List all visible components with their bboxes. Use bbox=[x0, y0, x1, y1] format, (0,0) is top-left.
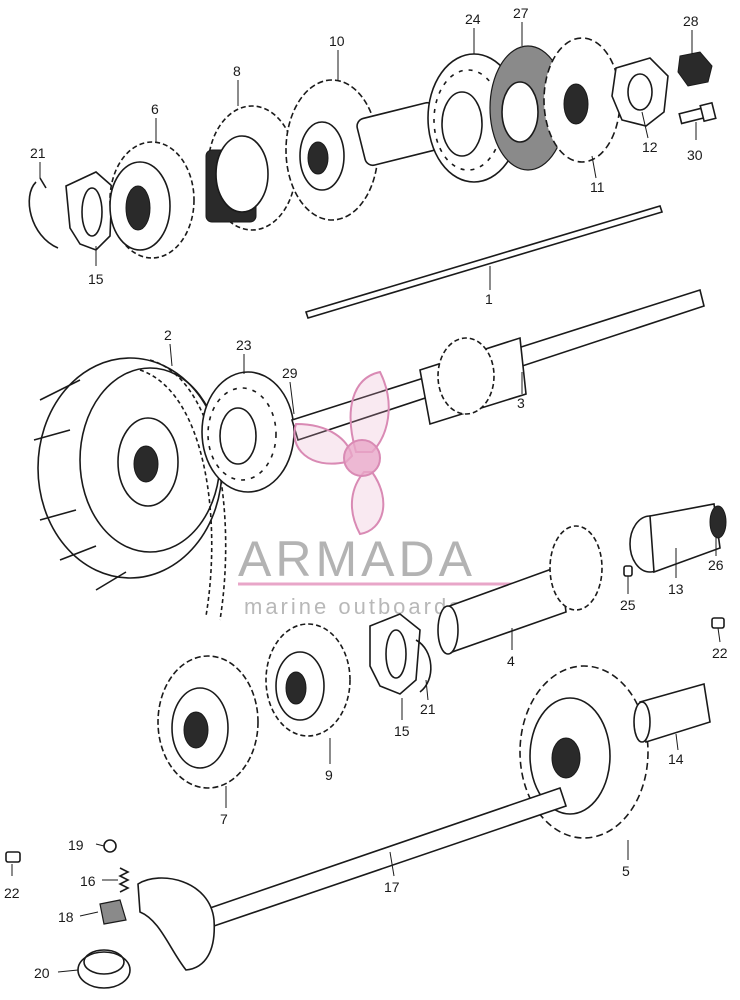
leader-lines bbox=[11, 22, 721, 973]
callout-29: 29 bbox=[282, 365, 298, 381]
dowel-25 bbox=[623, 565, 633, 577]
callout-15a: 15 bbox=[88, 271, 104, 287]
callout-18: 18 bbox=[58, 909, 74, 925]
ratchet-18 bbox=[99, 899, 127, 925]
callout-10: 10 bbox=[329, 33, 345, 49]
callout-30: 30 bbox=[687, 147, 703, 163]
gear-8 bbox=[205, 105, 297, 231]
dowel-22-left bbox=[5, 851, 21, 863]
gear-7 bbox=[157, 655, 259, 789]
callout-2: 2 bbox=[164, 327, 172, 343]
callout-8: 8 bbox=[233, 63, 241, 79]
watermark-title: ARMADA bbox=[238, 531, 476, 587]
ball-19 bbox=[103, 839, 117, 853]
callout-21b: 21 bbox=[420, 701, 436, 717]
callout-6: 6 bbox=[151, 101, 159, 117]
gear-6 bbox=[109, 141, 195, 259]
drive-sprocket-11 bbox=[543, 37, 621, 163]
callout-26: 26 bbox=[708, 557, 724, 573]
bushing-14 bbox=[633, 682, 711, 744]
callout-21a: 21 bbox=[30, 145, 46, 161]
callout-15b: 15 bbox=[394, 723, 410, 739]
nut-28 bbox=[677, 51, 713, 87]
callout-7: 7 bbox=[220, 811, 228, 827]
callout-9: 9 bbox=[325, 767, 333, 783]
watermark-subtitle: marine outboards bbox=[244, 594, 463, 619]
callout-5: 5 bbox=[622, 863, 630, 879]
callout-27: 27 bbox=[513, 5, 529, 21]
cap-20 bbox=[77, 949, 131, 989]
armada-watermark: ARMADA marine outboards bbox=[238, 370, 516, 619]
bearing-23 bbox=[201, 371, 295, 493]
callout-13: 13 bbox=[668, 581, 684, 597]
callout-24: 24 bbox=[465, 11, 481, 27]
callout-22b: 22 bbox=[4, 885, 20, 901]
callout-1: 1 bbox=[485, 291, 493, 307]
gear-10 bbox=[285, 79, 379, 221]
callout-12: 12 bbox=[642, 139, 658, 155]
gear-9 bbox=[265, 623, 351, 737]
callout-4: 4 bbox=[507, 653, 515, 669]
sprocket-plate-12 bbox=[611, 57, 669, 127]
callout-11: 11 bbox=[590, 179, 605, 195]
callout-3: 3 bbox=[517, 395, 525, 411]
callout-17: 17 bbox=[384, 879, 400, 895]
dowel-22-right bbox=[711, 617, 725, 629]
callout-16: 16 bbox=[80, 873, 96, 889]
push-rod-1 bbox=[304, 205, 664, 319]
propeller-logo-icon bbox=[293, 370, 390, 536]
kick-pinion-4 bbox=[437, 525, 603, 655]
bolt-30 bbox=[678, 101, 717, 125]
callout-20: 20 bbox=[34, 965, 50, 981]
callout-28: 28 bbox=[683, 13, 699, 29]
washer-15-top bbox=[65, 171, 113, 251]
kick-spindle-17 bbox=[137, 786, 568, 971]
circlip-21-top bbox=[28, 177, 59, 249]
callout-14: 14 bbox=[668, 751, 684, 767]
spring-16 bbox=[118, 867, 130, 893]
callout-25: 25 bbox=[620, 597, 636, 613]
callout-22a: 22 bbox=[712, 645, 728, 661]
mainshaft-3 bbox=[291, 288, 705, 442]
washer-15-mid bbox=[369, 613, 432, 695]
clutch-outer-2 bbox=[33, 357, 223, 591]
collar-26 bbox=[629, 503, 727, 574]
callout-labels: 21 15 6 8 10 24 27 28 12 30 11 1 2 23 29… bbox=[4, 5, 728, 981]
callout-19: 19 bbox=[68, 837, 84, 853]
callout-23: 23 bbox=[236, 337, 252, 353]
